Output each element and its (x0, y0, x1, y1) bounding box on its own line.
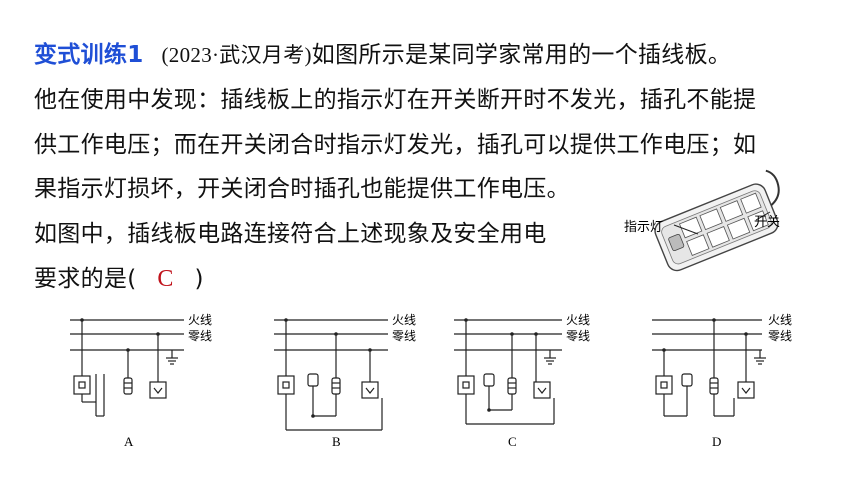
live-wire-label-d: 火线 (768, 313, 792, 327)
question-line-4: 果指示灯损坏，开关闭合时插孔也能提供工作电压。 (34, 176, 570, 202)
option-label-b: B (332, 434, 341, 449)
question-line-5: 如图中，插线板电路连接符合上述现象及安全用电 (34, 221, 547, 247)
option-label-a: A (124, 434, 134, 449)
live-wire-label-b: 火线 (392, 313, 416, 327)
exercise-tag: 变式训练1 (34, 42, 144, 68)
question-text-6-end: ) (194, 266, 204, 292)
indicator-label: 指示灯 (624, 220, 663, 235)
question-line-3: 供工作电压；而在开关闭合时指示灯发光，插孔可以提供工作电压；如 (34, 132, 757, 158)
live-wire-label-c: 火线 (566, 313, 590, 327)
answer-text: C (157, 266, 174, 292)
question-text-6: 要求的是( (34, 266, 137, 292)
neutral-wire-label-b: 零线 (392, 329, 416, 343)
question-line-6: 要求的是( C) (34, 264, 204, 294)
option-label-c: C (508, 434, 517, 449)
circuit-diagram-b: 火线 零线 B (274, 313, 416, 449)
power-strip-image: 指示灯 开关 (624, 169, 780, 272)
question-line-2: 他在使用中发现：插线板上的指示灯在开关断开时不发光，插孔不能提 (34, 87, 757, 113)
neutral-wire-label-c: 零线 (566, 329, 590, 343)
question-source: (2023·武汉月考) (161, 43, 312, 67)
neutral-wire-label-a: 零线 (188, 329, 212, 343)
question-line-1: 变式训练1 (2023·武汉月考)如图所示是某同学家常用的一个插线板。 (34, 40, 731, 70)
switch-label: 开关 (754, 215, 780, 230)
circuit-diagram-d: 火线 零线 D (652, 313, 792, 449)
live-wire-label-a: 火线 (188, 313, 212, 327)
question-text-1: 如图所示是某同学家常用的一个插线板。 (311, 42, 732, 68)
circuit-diagram-a: 火线 零线 A (70, 313, 212, 449)
circuit-diagram-c: 火线 零线 C (454, 313, 590, 449)
option-label-d: D (712, 434, 721, 449)
neutral-wire-label-d: 零线 (768, 329, 792, 343)
